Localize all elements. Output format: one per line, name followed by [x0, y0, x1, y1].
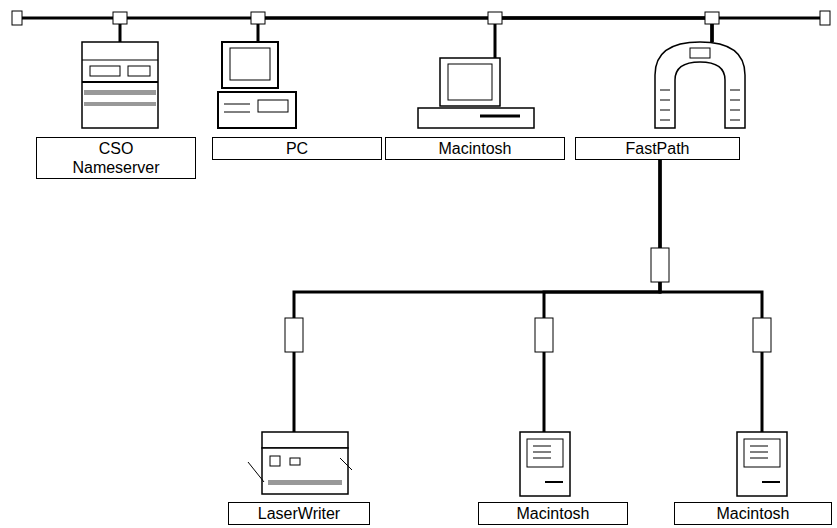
network-device: LaserWriter [228, 432, 370, 525]
device-label-box: Macintosh [674, 502, 832, 525]
printer-icon [248, 432, 352, 494]
device-label-box: Macintosh [478, 502, 628, 525]
bus-taps [12, 11, 830, 25]
device-label: FastPath [625, 139, 689, 158]
network-device: FastPath [575, 42, 752, 160]
device-label: Macintosh [717, 504, 790, 523]
device-label: Macintosh [439, 139, 512, 158]
network-cable [294, 160, 660, 432]
network-device: Macintosh [674, 432, 832, 525]
localtalk-connectors [285, 248, 771, 352]
network-device: CSO Nameserver [36, 42, 196, 179]
device-label: CSO Nameserver [61, 139, 171, 177]
server-icon [82, 42, 158, 128]
network-cable [258, 18, 712, 42]
mac-classic-icon [737, 432, 787, 496]
device-label-box: FastPath [575, 137, 740, 160]
device-label: Macintosh [517, 504, 590, 523]
network-device: PC [212, 42, 382, 160]
network-cable [544, 160, 660, 432]
device-label: LaserWriter [258, 504, 340, 523]
device-label-box: PC [212, 137, 382, 160]
network-cable [120, 18, 712, 42]
pc-icon [218, 42, 296, 128]
macintosh-icon [418, 58, 534, 128]
network-device: Macintosh [478, 432, 628, 525]
fastpath-icon [655, 42, 745, 128]
device-label-box: LaserWriter [228, 502, 370, 525]
device-label: PC [286, 139, 308, 158]
mac-classic-icon [520, 432, 570, 496]
device-label-box: Macintosh [385, 137, 565, 160]
device-label-box: CSO Nameserver [36, 137, 196, 179]
network-device: Macintosh [385, 58, 565, 160]
network-cable [660, 160, 762, 432]
